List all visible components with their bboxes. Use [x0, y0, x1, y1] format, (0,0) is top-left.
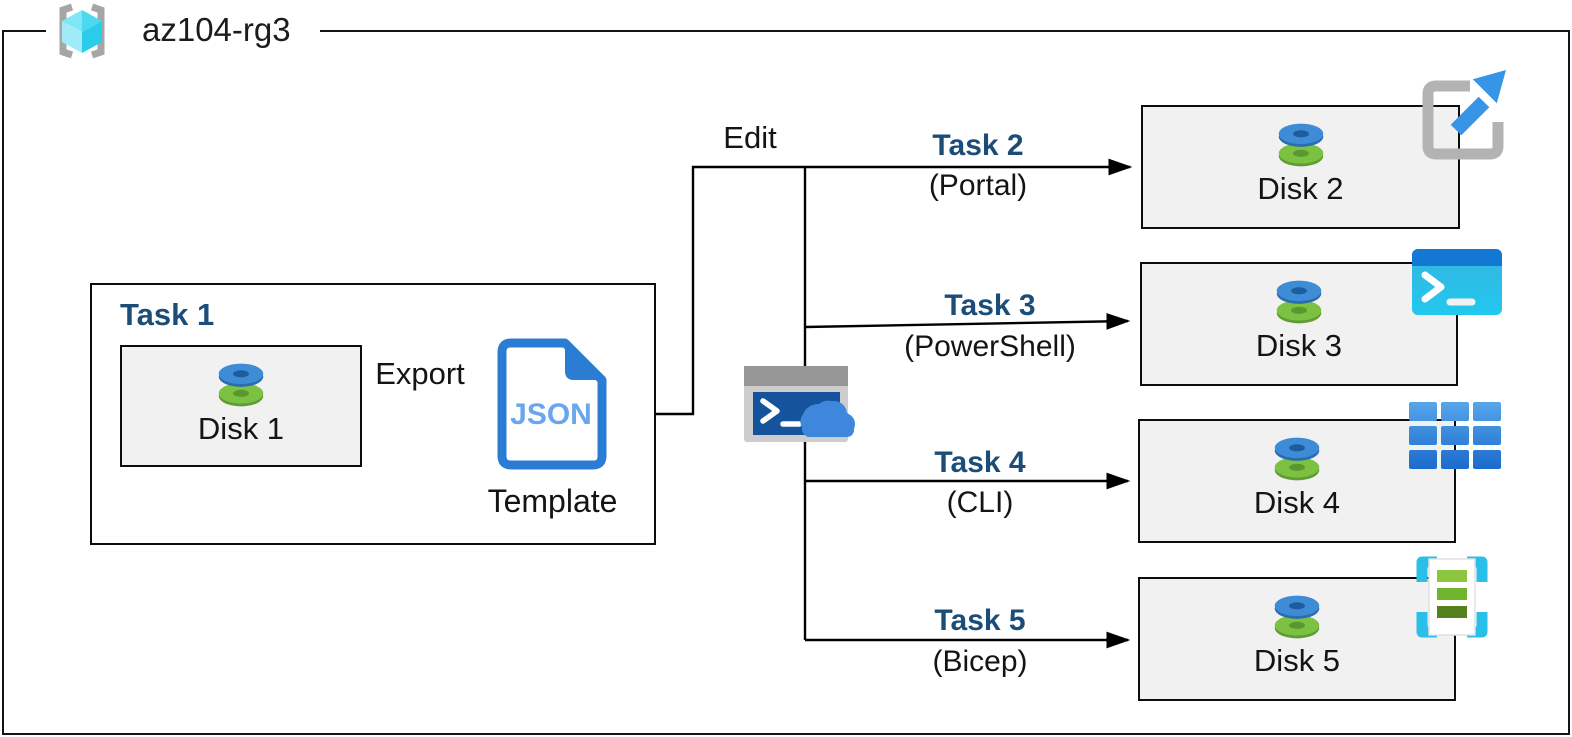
disk5-label: Disk 5	[1253, 643, 1341, 678]
disk1-box: Disk 1	[120, 345, 362, 467]
edit-task2-arrow	[654, 158, 1133, 416]
task3-arrow	[804, 313, 1131, 330]
task5-title: Task 5	[934, 604, 1026, 637]
bicep-template-icon	[1416, 556, 1488, 638]
disk4-box: Disk 4	[1138, 419, 1456, 543]
edit-label: Edit	[723, 120, 777, 155]
task4-title: Task 4	[934, 446, 1026, 479]
task3-title: Task 3	[944, 289, 1036, 322]
powershell-icon	[1412, 249, 1502, 315]
managed-disk-icon	[215, 360, 267, 409]
task3-method: (PowerShell)	[904, 330, 1076, 363]
disk3-label: Disk 3	[1255, 328, 1343, 363]
disk1-label: Disk 1	[197, 411, 285, 446]
task2-method: (Portal)	[928, 169, 1028, 202]
json-doc-text: JSON	[510, 398, 592, 431]
disk2-label: Disk 2	[1257, 171, 1344, 206]
task5-method: (Bicep)	[932, 645, 1028, 678]
task2-title: Task 2	[932, 129, 1024, 162]
resource-group-name: az104-rg3	[142, 11, 291, 48]
disk3-box: Disk 3	[1140, 262, 1458, 386]
managed-disk-icon	[1275, 120, 1327, 169]
json-template-icon: JSON	[497, 338, 607, 470]
azure-portal-icon	[1422, 70, 1506, 160]
export-label: Export	[375, 356, 465, 391]
resource-group-frame	[2, 30, 1570, 735]
frame-label-gap	[46, 24, 320, 36]
cloud-shell-icon	[744, 366, 855, 442]
managed-disk-icon	[1271, 592, 1323, 641]
managed-disk-icon	[1273, 277, 1325, 326]
disk5-box: Disk 5	[1138, 577, 1456, 701]
managed-disk-icon	[1271, 434, 1323, 483]
task1-title: Task 1	[120, 297, 215, 332]
task4-method: (CLI)	[946, 486, 1014, 519]
resource-group-icon	[56, 1, 108, 61]
cli-icon	[1409, 402, 1501, 469]
template-label: Template	[487, 483, 618, 519]
disk4-label: Disk 4	[1253, 485, 1341, 520]
disk2-box: Disk 2	[1141, 105, 1460, 229]
